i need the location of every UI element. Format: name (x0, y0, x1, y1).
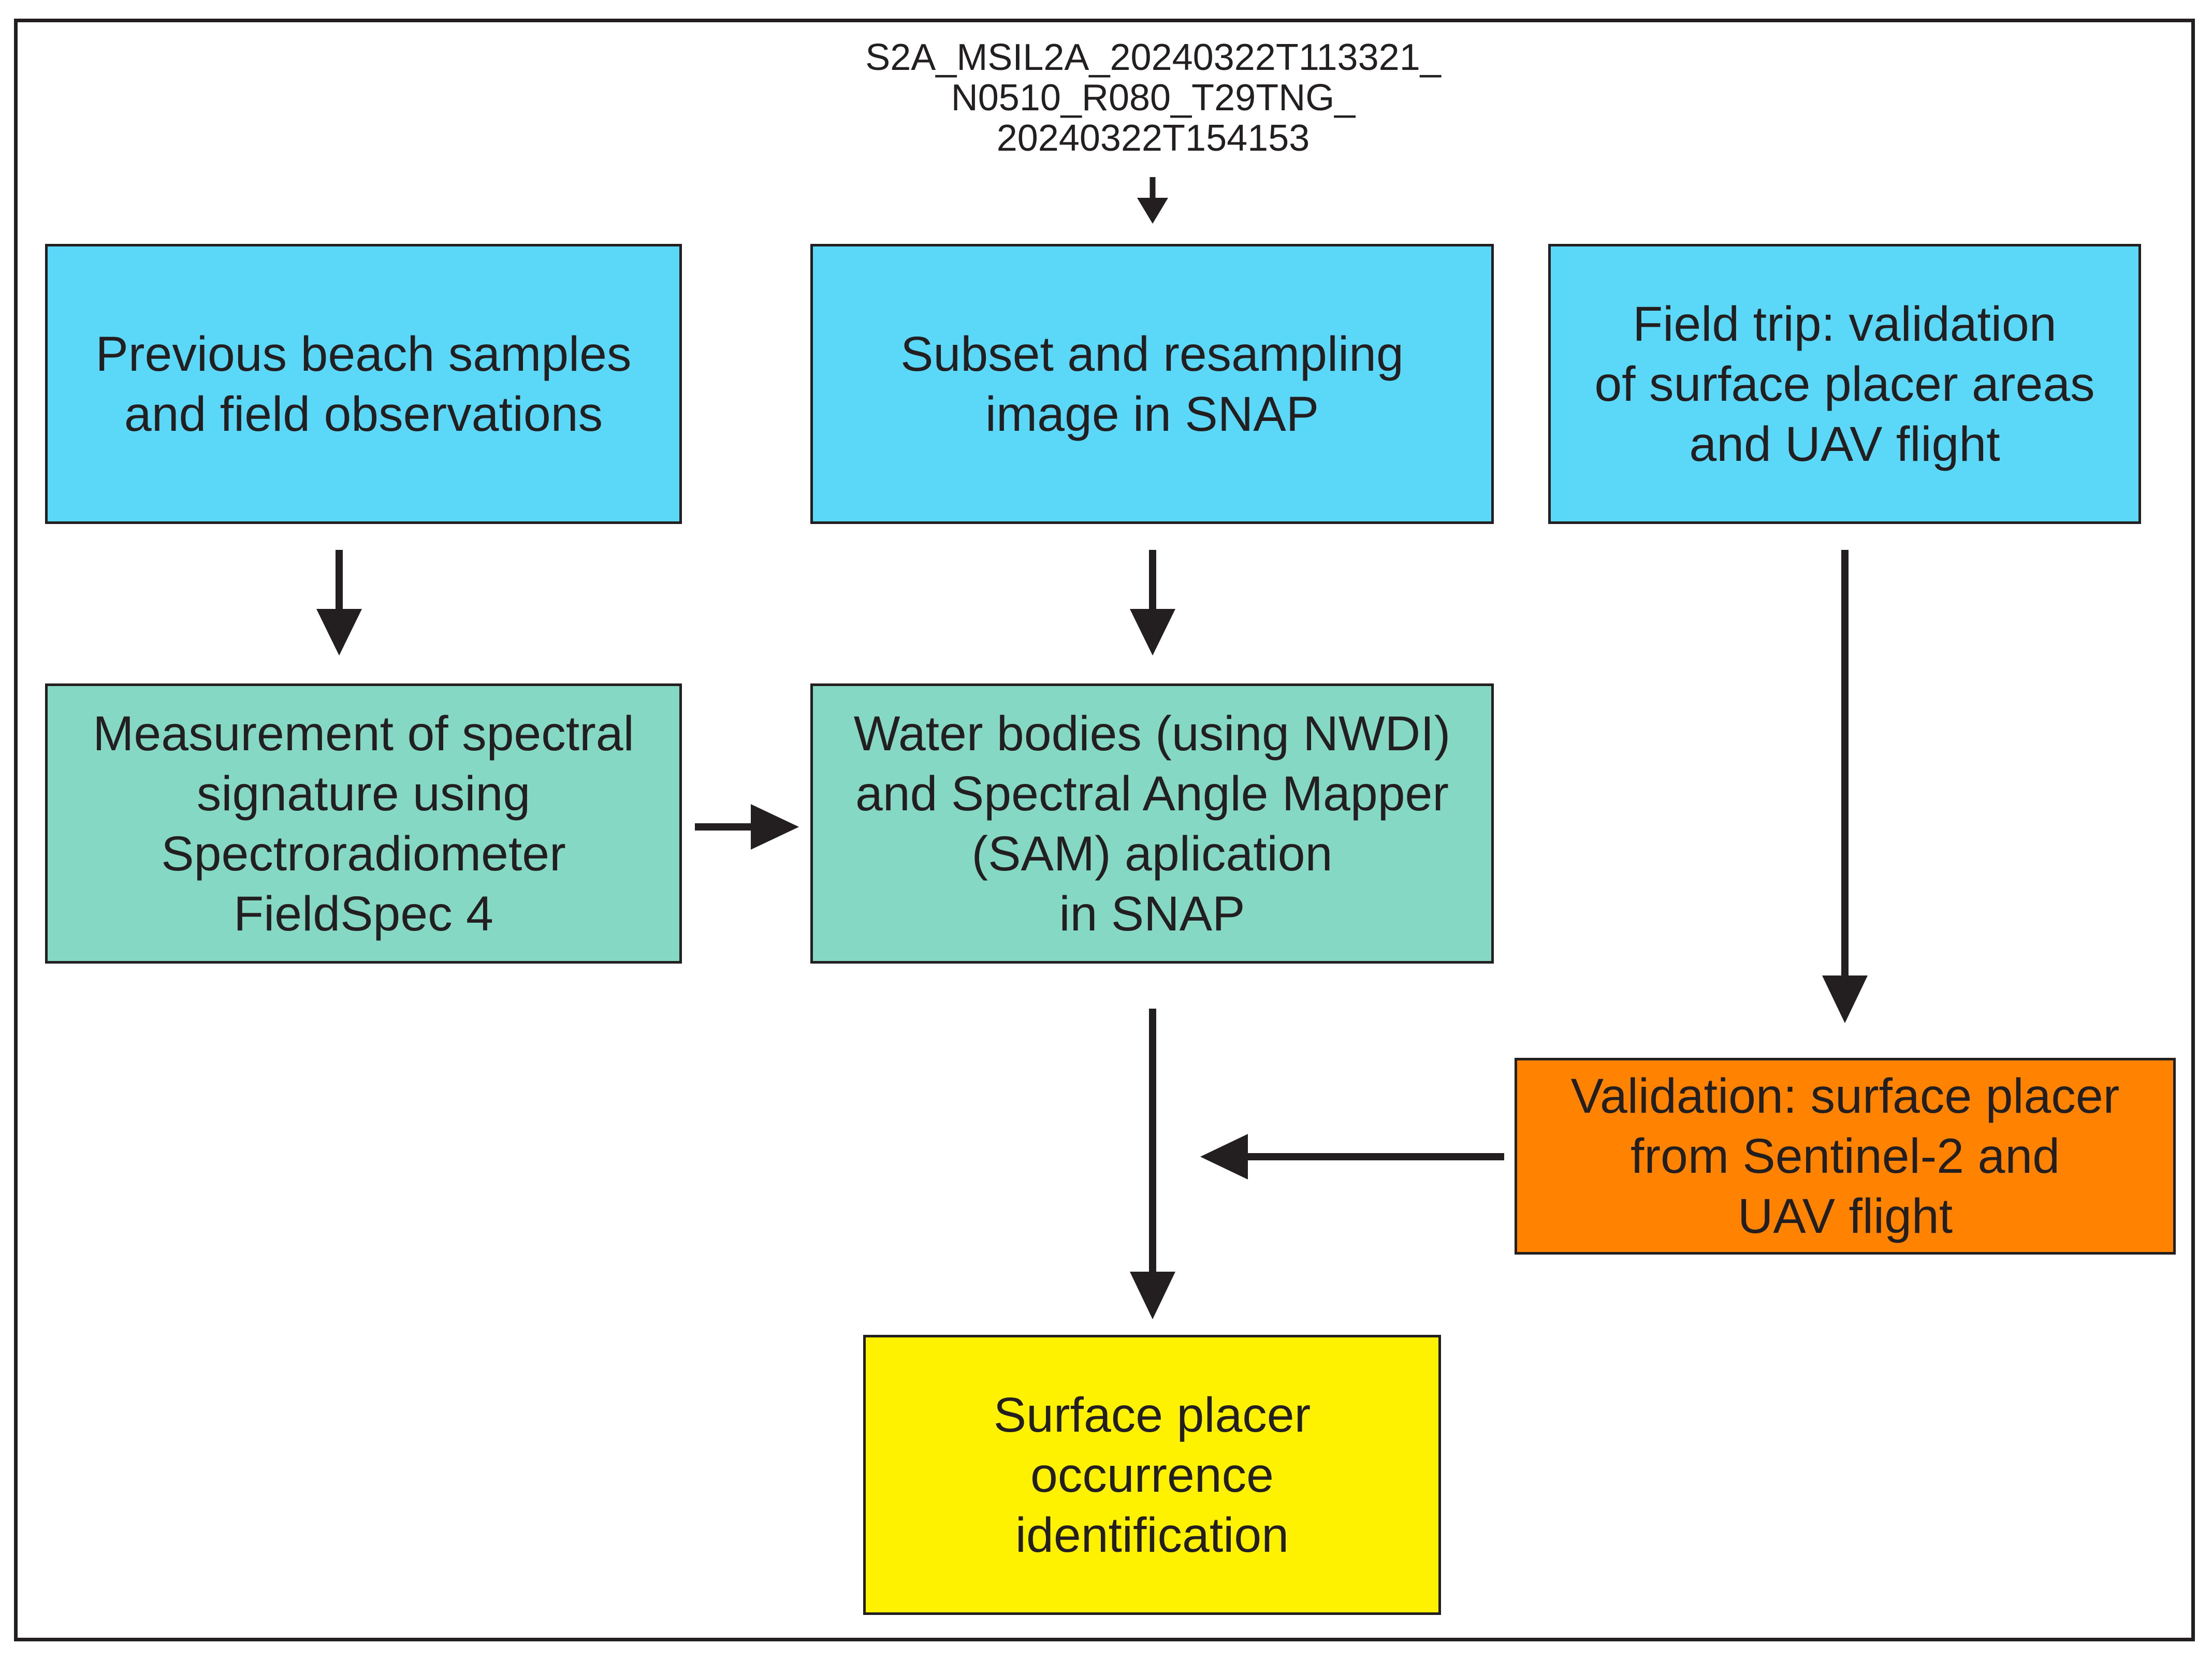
node-spectral-measurement: Measurement of spectral signature using … (45, 683, 682, 964)
node-subset-resampling: Subset and resampling image in SNAP (810, 244, 1494, 524)
arrow-validation-to-flow-head (1200, 1134, 1248, 1180)
source-image-line-3: 20240322T154153 (996, 118, 1310, 159)
arrow-water-to-identification-head (1130, 1272, 1175, 1319)
node-validation-line-2: from Sentinel-2 and (1630, 1129, 2060, 1184)
node-subset-line-1: Subset and resampling (900, 326, 1404, 382)
node-subset-line-2: image in SNAP (985, 386, 1319, 442)
node-measurement-line-1: Measurement of spectral (93, 706, 634, 761)
node-measurement-line-4: FieldSpec 4 (234, 886, 493, 941)
node-identification: Surface placer occurrence identification (863, 1335, 1441, 1615)
node-previous-samples-line-1: Previous beach samples (95, 326, 632, 382)
node-previous-samples-line-2: and field observations (124, 386, 603, 442)
arrow-fieldtrip-to-validation-head (1822, 975, 1868, 1023)
source-image-line-1: S2A_MSIL2A_20240322T113321_ (865, 37, 1441, 78)
node-validation-line-3: UAV flight (1737, 1189, 1953, 1244)
node-identification-line-1: Surface placer (993, 1387, 1311, 1443)
node-identification-line-2: occurrence (1030, 1447, 1274, 1503)
source-image-line-2: N0510_R080_T29TNG_ (951, 77, 1356, 119)
node-previous-samples: Previous beach samples and field observa… (45, 244, 682, 524)
node-water-line-2: and Spectral Angle Mapper (855, 766, 1449, 821)
node-field-trip: Field trip: validation of surface placer… (1548, 244, 2141, 524)
diagram-frame (14, 19, 2195, 1641)
source-image-label: S2A_MSIL2A_20240322T113321_ N0510_R080_T… (777, 37, 1530, 158)
arrow-measurement-to-water-head (751, 804, 799, 850)
node-water-bodies-sam: Water bodies (using NWDI) and Spectral A… (810, 683, 1494, 964)
node-identification-line-3: identification (1015, 1507, 1289, 1563)
node-measurement-line-2: signature using (196, 766, 531, 821)
node-field-trip-line-2: of surface placer areas (1594, 356, 2095, 412)
node-field-trip-line-1: Field trip: validation (1633, 296, 2057, 352)
arrow-source-to-subset-head (1137, 198, 1168, 224)
node-field-trip-line-3: and UAV flight (1689, 416, 2000, 472)
node-water-line-3: (SAM) aplication (971, 826, 1333, 881)
arrow-samples-to-measurement-head (316, 609, 362, 656)
node-water-line-1: Water bodies (using NWDI) (853, 706, 1451, 761)
node-validation: Validation: surface placer from Sentinel… (1515, 1058, 2176, 1255)
node-water-line-4: in SNAP (1059, 886, 1245, 941)
arrow-subset-to-water-head (1130, 609, 1175, 656)
node-measurement-line-3: Spectroradiometer (161, 826, 566, 881)
node-validation-line-1: Validation: surface placer (1570, 1069, 2120, 1124)
